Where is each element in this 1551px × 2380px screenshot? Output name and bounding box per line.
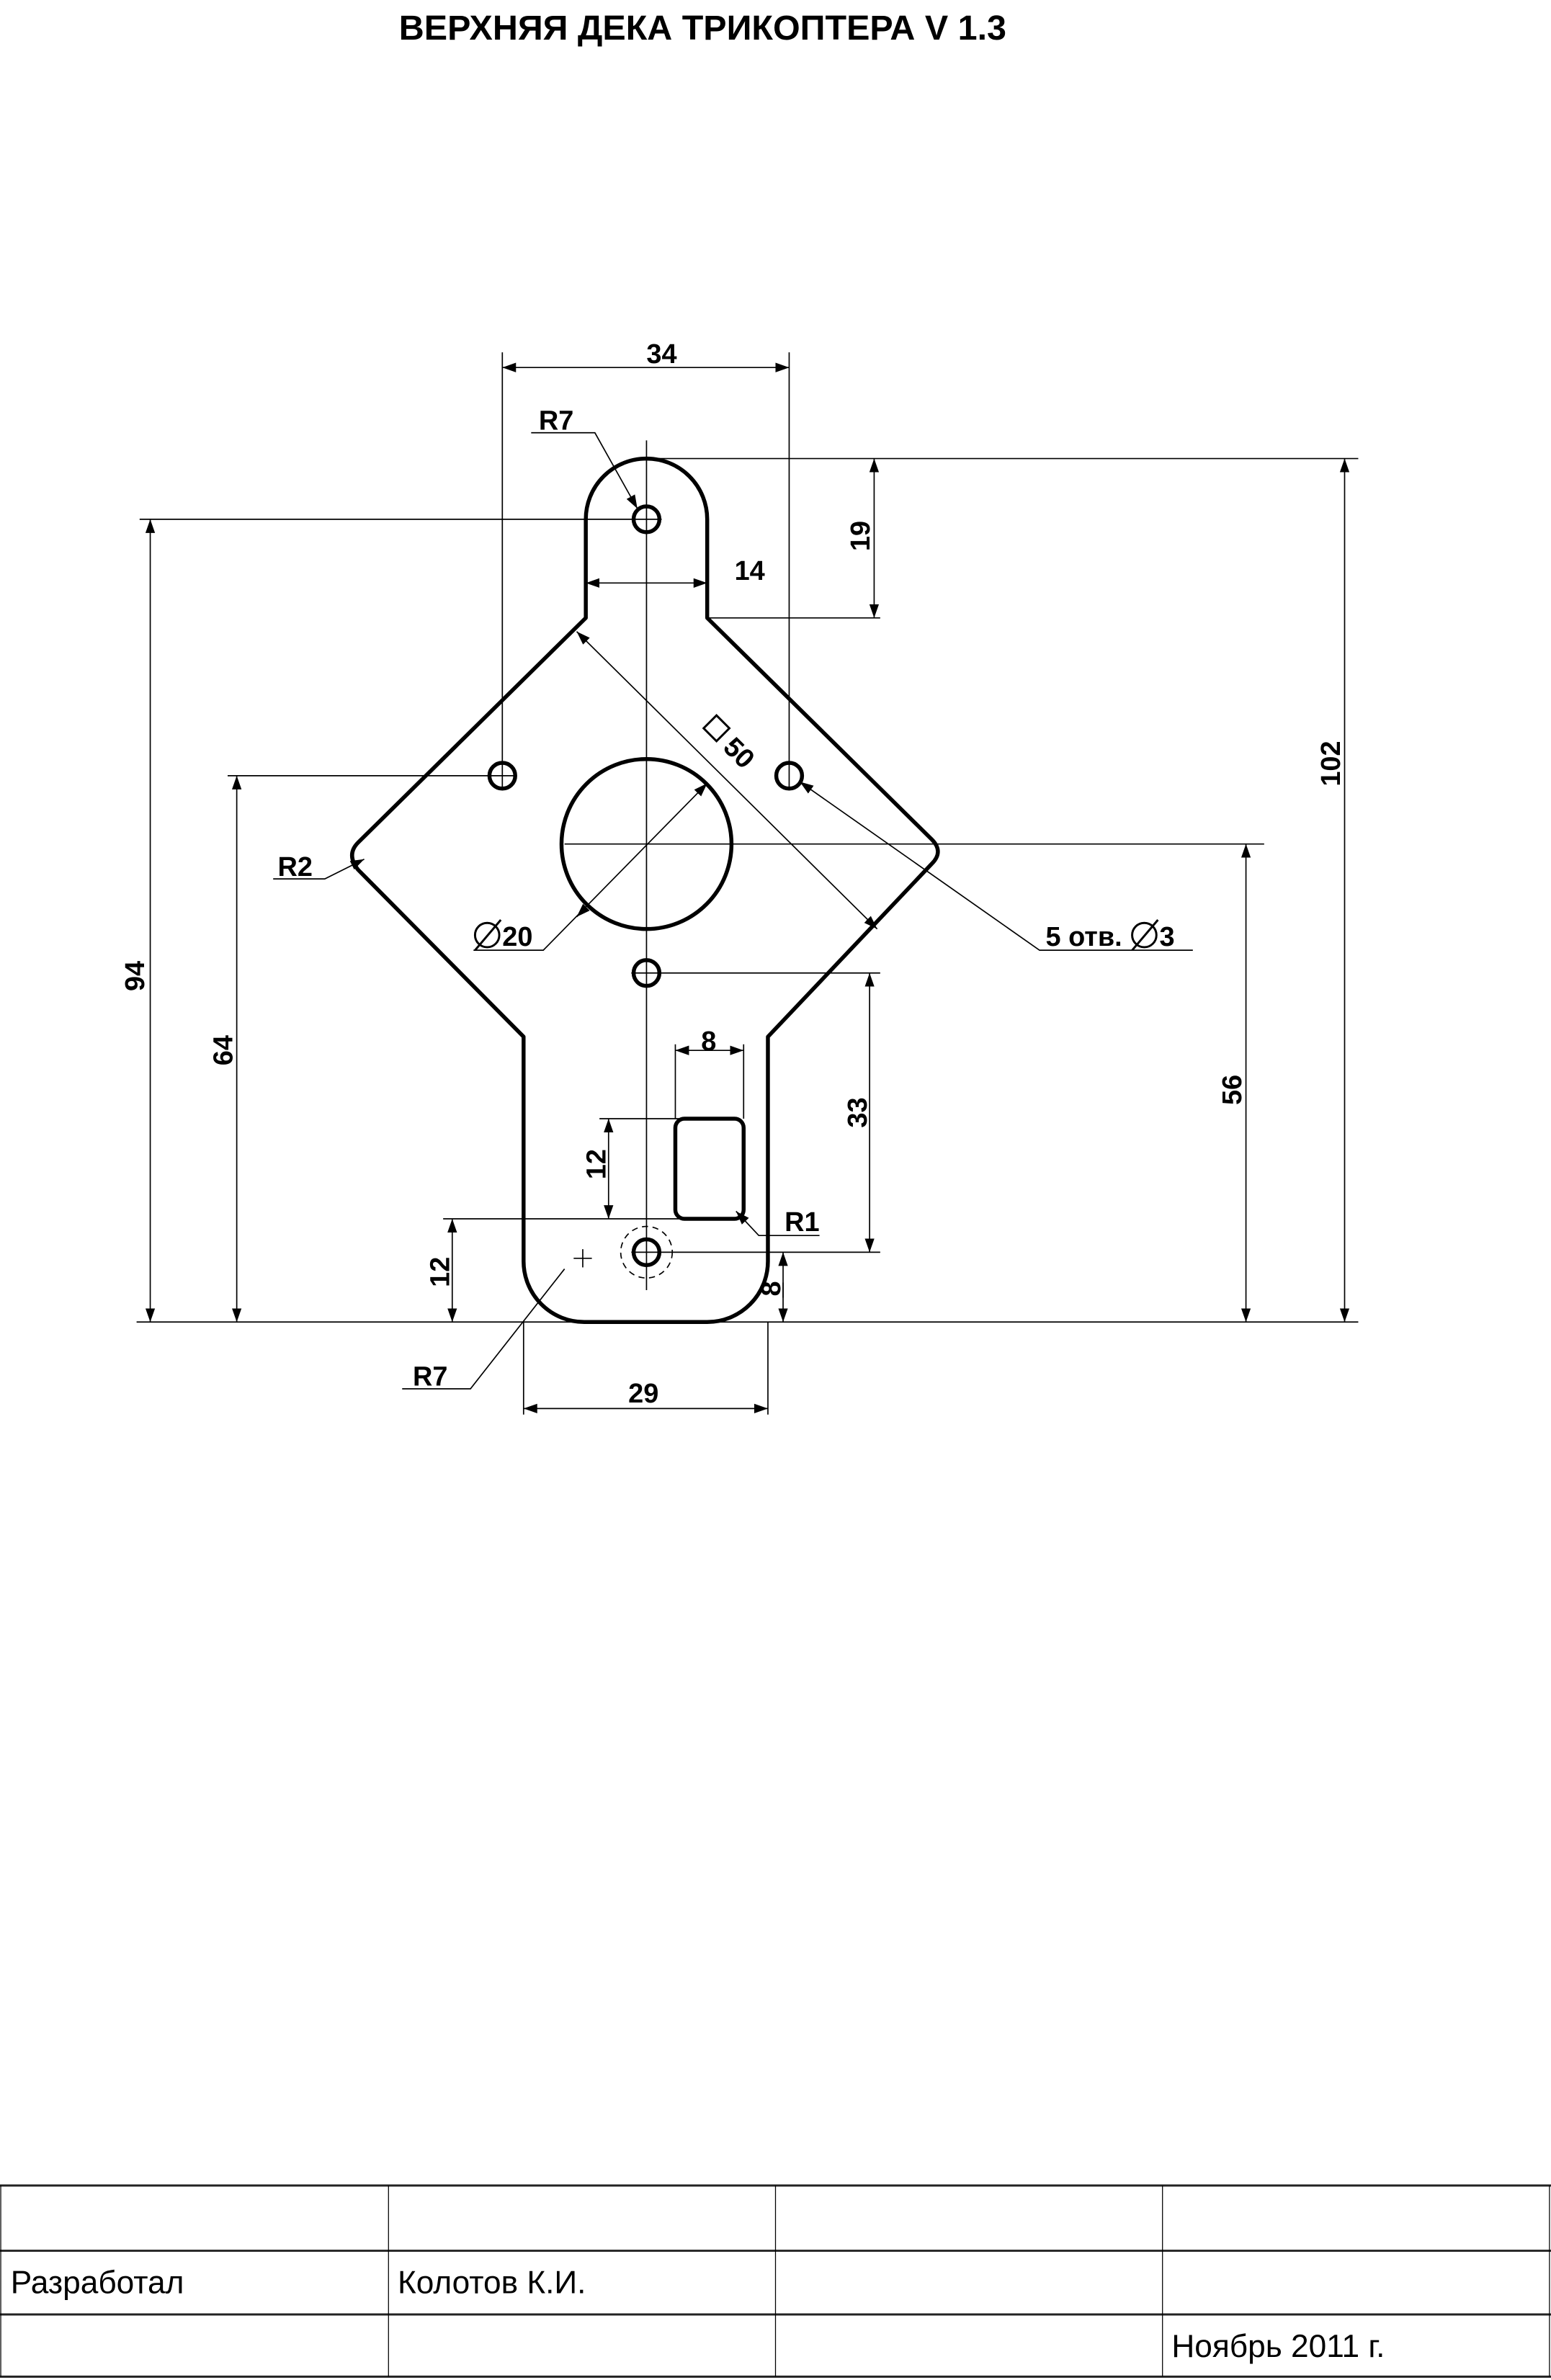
dim-12-bottom: 12	[426, 1257, 456, 1287]
dimension-lines	[145, 362, 1350, 1413]
construction-lines	[136, 352, 1359, 1415]
radius-bottom: R7	[413, 1362, 447, 1392]
dim-64: 64	[208, 1035, 238, 1065]
svg-text:20: 20	[502, 922, 532, 952]
drawing-title: ВЕРХНЯЯ ДЕКА ТРИКОПТЕРА V 1.3	[399, 9, 1006, 48]
dim-19: 19	[846, 521, 876, 551]
dim-33: 33	[843, 1097, 873, 1127]
dim-29: 29	[628, 1379, 658, 1409]
svg-text:5 отв.: 5 отв.	[1045, 922, 1122, 952]
square-symbol-icon	[702, 714, 731, 743]
part-outline	[350, 456, 940, 1325]
title-block: Разработал Колотов К.И. Ноябрь 2011 г.	[0, 2184, 1551, 2378]
svg-text:3: 3	[1159, 922, 1174, 952]
dim-square-50: 50	[702, 714, 761, 775]
radius-slot: R1	[785, 1207, 819, 1238]
holes-note: 5 отв. 3	[1045, 919, 1175, 952]
title-block-author: Колотов К.И.	[398, 2265, 586, 2301]
dim-8-bottom: 8	[756, 1281, 787, 1296]
title-block-date: Ноябрь 2011 г.	[1171, 2329, 1385, 2364]
slot	[673, 1117, 746, 1221]
diameter-symbol-icon	[1131, 921, 1158, 949]
dim-56: 56	[1217, 1075, 1248, 1105]
dim-12-slot: 12	[582, 1149, 612, 1179]
diameter-symbol-icon	[473, 921, 501, 949]
radius-top: R7	[539, 406, 573, 437]
dim-8-slot: 8	[701, 1026, 716, 1057]
dim-14: 14	[735, 556, 765, 586]
dim-102: 102	[1316, 741, 1346, 786]
radius-side: R2	[278, 852, 313, 882]
title-block-role: Разработал	[11, 2265, 184, 2301]
svg-text:50: 50	[718, 732, 761, 775]
dim-94: 94	[120, 961, 151, 991]
dim-diameter-20: 20	[473, 919, 532, 952]
dim-34: 34	[646, 339, 676, 370]
